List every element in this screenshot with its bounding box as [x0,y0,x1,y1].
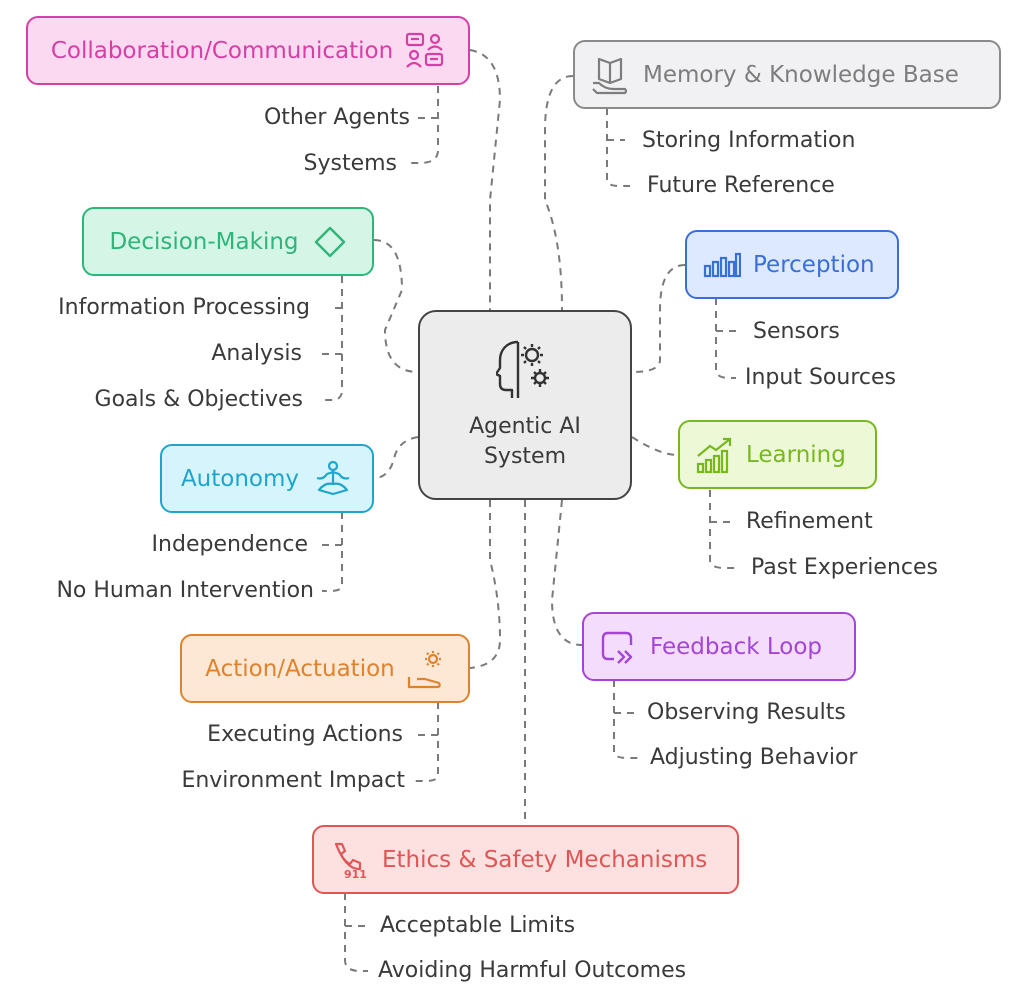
ethics-label: Ethics & Safety Mechanisms [382,846,708,873]
diamond-icon [313,225,347,259]
memory-label: Memory & Knowledge Base [643,61,959,88]
memory-node: Memory & Knowledge Base [573,40,1001,109]
perception-label: Perception [753,251,875,278]
ethics-node: 911 Ethics & Safety Mechanisms [312,825,739,894]
collaboration-child-systems: Systems [303,151,398,176]
decision-node: Decision-Making [82,207,374,276]
learning-child-refinement: Refinement [746,509,873,534]
learning-label: Learning [746,441,846,468]
feedback-child-observing-results: Observing Results [647,700,846,725]
action-child-environment-impact: Environment Impact [181,768,405,793]
memory-child-future-reference: Future Reference [647,173,835,198]
autonomy-node: Autonomy [160,444,374,513]
ethics-child-acceptable-limits: Acceptable Limits [380,913,576,938]
memory-child-storing-information: Storing Information [642,128,856,153]
ethics-child-avoiding-harmful-outcomes: Avoiding Harmful Outcomes [378,958,687,983]
hand-gear-icon [407,649,445,689]
collaboration-label: Collaboration/Communication [50,37,394,64]
action-label: Action/Actuation [205,655,395,682]
head-gears-icon [494,338,554,404]
growth-chart-icon [696,436,734,474]
feedback-label: Feedback Loop [650,633,822,660]
svg-text:911: 911 [344,868,367,880]
book-hand-icon [591,55,629,95]
chat-people-icon [405,31,445,71]
action-node: Action/Actuation [180,634,470,703]
loop-arrow-icon [600,629,636,665]
bar-chart-icon [703,252,741,278]
feedback-node: Feedback Loop [582,612,856,681]
learning-node: Learning [678,420,877,489]
meditation-icon [313,460,353,498]
perception-child-sensors: Sensors [753,319,840,344]
center-label-line2: System [483,444,567,469]
autonomy-child-independence: Independence [151,532,308,557]
autonomy-label: Autonomy [180,465,300,492]
learning-child-past-experiences: Past Experiences [751,555,938,580]
collaboration-child-other-agents: Other Agents [263,105,410,130]
perception-node: Perception [685,230,899,299]
decision-child-goals-objectives: Goals & Objectives [94,387,303,412]
decision-label: Decision-Making [109,228,299,255]
autonomy-child-no-human-intervention: No Human Intervention [56,578,314,603]
feedback-child-adjusting-behavior: Adjusting Behavior [650,745,858,770]
perception-child-input-sources: Input Sources [745,365,896,390]
collaboration-node: Collaboration/Communication [26,16,470,85]
decision-child-information-processing: Information Processing [58,295,310,320]
action-child-executing-actions: Executing Actions [207,722,403,747]
decision-child-analysis: Analysis [211,341,302,366]
center-label: Agentic AI System [440,412,610,472]
emergency-phone-911-icon: 911 [330,840,370,880]
center-node: Agentic AI System [418,310,632,500]
center-label-line1: Agentic AI [469,414,581,439]
